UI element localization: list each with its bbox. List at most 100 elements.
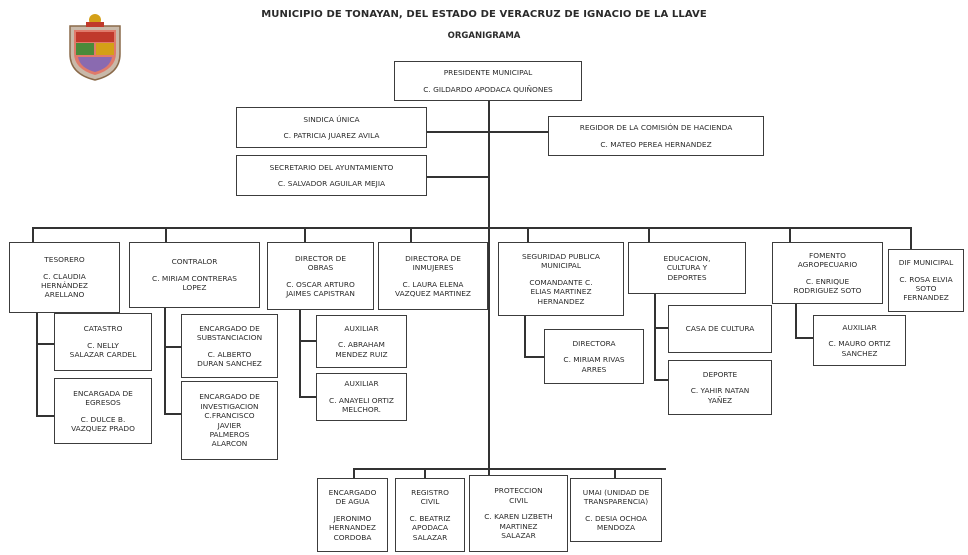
org-box-name: C. BEATRIZ APODACA SALAZAR [409,513,451,542]
org-box-dif: DIF MUNICIPAL C. ROSA ELVIA SOTO FERNAND… [888,249,964,312]
org-box-umai: UMAI (UNIDAD DE TRANSPARENCIA) C. DESIA … [570,478,662,542]
org-box-auxiliar-obras-1: AUXILIAR C. ABRAHAM MENDEZ RUIZ [316,315,407,368]
org-box-title: AUXILIAR [842,322,877,332]
org-box-auxiliar-obras-2: AUXILIAR C. ANAYELI ORTIZ MELCHOR. [316,373,407,421]
connector-line [427,176,489,178]
connector-line [299,340,316,342]
org-box-catastro: CATASTRO C. NELLY SALAZAR CARDEL [54,313,152,371]
org-box-name: JERONIMO HERNANDEZ CORDOBA [329,513,376,542]
connector-line [654,379,668,381]
org-box-title: DIF MUNICIPAL [898,258,954,268]
org-box-obras: DIRECTOR DE OBRAS C. OSCAR ARTURO JAIMES… [267,242,374,310]
connector-line [410,227,412,243]
org-box-title: DIRECTOR DE OBRAS [294,253,346,273]
org-box-name: C. KAREN LIZBETH MARTINEZ SALAZAR [484,512,553,541]
page-title: MUNICIPIO DE TONAYAN, DEL ESTADO DE VERA… [261,9,707,20]
org-box-title: REGISTRO CIVIL [411,487,449,507]
org-box-title: AUXILIAR [344,323,379,333]
org-box-name: C. NELLY SALAZAR CARDEL [69,340,137,360]
org-box-title: UMAI (UNIDAD DE TRANSPARENCIA) [582,487,650,507]
org-box-title: TESORERO [44,255,85,265]
org-box-directora-seguridad: DIRECTORA C. MIRIAM RIVAS ARRES [544,329,644,384]
org-box-sindica: SINDICA ÚNICA C. PATRICIA JUAREZ AVILA [236,107,427,148]
org-box-title: ENCARGADA DE EGRESOS [73,388,133,408]
connector-line [789,227,791,243]
org-box-name: C. PATRICIA JUAREZ AVILA [283,131,380,140]
connector-line [32,227,912,229]
connector-line [424,468,426,480]
org-box-title: SEGURIDAD PUBLICA MUNICIPAL [522,251,600,271]
connector-line [654,294,656,380]
connector-line [36,313,38,416]
connector-line [164,413,182,415]
org-box-substanciacion: ENCARGADO DE SUBSTANCIACION C. ALBERTO D… [181,314,278,378]
org-box-educacion: EDUCACION, CULTURA Y DEPORTES [628,242,746,294]
org-box-contralor: CONTRALOR C. MIRIAM CONTRERAS LOPEZ [129,242,260,308]
connector-line [32,227,34,243]
org-box-name: C. ENRIQUE RODRIGUEZ SOTO [793,276,862,295]
connector-line [488,131,548,133]
connector-line [910,227,912,249]
org-box-title: CATASTRO [83,324,123,334]
org-box-title: ENCARGADO DE SUBSTANCIACION [196,323,263,343]
org-box-title: PRESIDENTE MUNICIPAL [443,68,533,78]
connector-line [164,308,166,414]
org-box-title: REGIDOR DE LA COMISIÓN DE HACIENDA [579,123,733,133]
org-box-title: ENCARGADO DE INVESTIGACION [199,392,260,411]
org-box-title: DIRECTORA [572,338,616,348]
org-box-title: DEPORTE [702,369,738,379]
org-box-tesorero: TESORERO C. CLAUDIA HERNÁNDEZ ARELLANO [9,242,120,313]
org-box-name: C. GILDARDO APODACA QUIÑONES [423,84,553,94]
org-box-name: C. DULCE B. VAZQUEZ PRADO [71,414,135,433]
org-box-name: C. ABRAHAM MENDEZ RUIZ [335,340,388,359]
org-box-fomento: FOMENTO AGROPECUARIO C. ENRIQUE RODRIGUE… [772,242,883,304]
org-box-auxiliar-fomento: AUXILIAR C. MAURO ORTIZ SANCHEZ [813,315,906,366]
org-box-name: C. ALBERTO DURAN SANCHEZ [197,349,262,368]
connector-line [165,227,167,243]
connector-line [353,468,666,470]
org-box-egresos: ENCARGADA DE EGRESOS C. DULCE B. VAZQUEZ… [54,378,152,444]
connector-line [524,356,544,358]
org-box-title: CONTRALOR [171,257,218,267]
org-box-agua: ENCARGADO DE AGUA JERONIMO HERNANDEZ COR… [317,478,388,552]
org-box-title: PROTECCION CIVIL [494,486,543,505]
org-box-name: C. CLAUDIA HERNÁNDEZ ARELLANO [41,271,88,300]
connector-line [648,227,650,243]
org-box-title: DIRECTORA DE INMUJERES [405,253,461,273]
org-box-title: SINDICA ÚNICA [303,114,360,124]
org-box-inmujeres: DIRECTORA DE INMUJERES C. LAURA ELENA VA… [378,242,488,310]
org-box-casa-cultura: CASA DE CULTURA [668,305,772,353]
org-box-name: C. MATEO PEREA HERNANDEZ [600,139,712,149]
connector-line [304,227,306,243]
connector-line [427,131,489,133]
connector-line [527,227,529,243]
org-box-title: SECRETARIO DEL AYUNTAMIENTO [269,162,394,172]
org-box-title: CASA DE CULTURA [685,324,755,334]
org-box-name: C. DESIA OCHOA MENDOZA [585,513,647,532]
org-box-deporte: DEPORTE C. YAHIR NATAN YAÑEZ [668,360,772,415]
connector-line [36,415,54,417]
org-box-name: C. MAURO ORTIZ SANCHEZ [828,339,891,358]
org-box-secretario: SECRETARIO DEL AYUNTAMIENTO C. SALVADOR … [236,155,427,196]
connector-line [164,346,182,348]
org-box-proteccion: PROTECCION CIVIL C. KAREN LIZBETH MARTIN… [469,475,568,552]
org-box-name: C. ROSA ELVIA SOTO FERNANDEZ [899,274,953,303]
org-box-name: C. YAHIR NATAN YAÑEZ [690,386,750,405]
page-subtitle: ORGANIGRAMA [447,31,521,41]
org-box-name: C. ANAYELI ORTIZ MELCHOR. [329,395,394,415]
org-box-title: AUXILIAR [344,379,379,389]
connector-line [299,310,301,397]
connector-line [795,304,797,338]
connector-line [614,468,616,480]
org-box-title: ENCARGADO DE AGUA [328,487,377,507]
connector-line [488,101,490,479]
connector-line [353,468,355,480]
coat-of-arms-logo [69,14,121,81]
org-box-presidente: PRESIDENTE MUNICIPAL C. GILDARDO APODACA… [394,61,582,101]
connector-line [795,337,813,339]
connector-line [654,327,668,329]
org-box-title: FOMENTO AGROPECUARIO [797,250,858,270]
connector-line [36,343,54,345]
org-box-name: COMANDANTE C. ELIAS MARTINEZ HERNANDEZ [529,277,593,306]
org-box-name: C. MIRIAM CONTRERAS LOPEZ [152,273,237,293]
